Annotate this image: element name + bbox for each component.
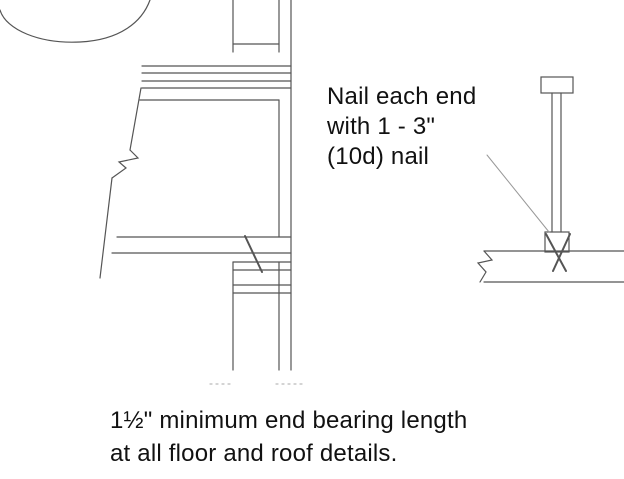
callout-leader <box>486 154 550 233</box>
lower-plates <box>232 261 292 294</box>
nail-callout: Nail each end with 1 - 3" (10d) nail <box>327 82 476 172</box>
detail-reference-circle <box>0 0 151 43</box>
wall-studs-upper <box>232 0 292 371</box>
beam-section <box>476 250 624 283</box>
post-detail <box>540 76 574 253</box>
toe-nail-left <box>244 235 263 273</box>
bearing-caption-line: at all floor and roof details. <box>110 440 398 467</box>
nail-callout-line: with 1 - 3" <box>327 113 436 140</box>
nail-callout-line: (10d) nail <box>327 143 430 170</box>
upper-top-plates <box>141 65 292 89</box>
toe-nails-cross <box>545 233 571 272</box>
bearing-caption: 1½" minimum end bearing length at all fl… <box>110 404 467 470</box>
floor-joist-section <box>99 87 292 279</box>
nail-callout-line: Nail each end <box>327 83 477 110</box>
wall-studs-lower <box>232 261 280 371</box>
bearing-caption-line: 1½" minimum end bearing length <box>110 407 468 434</box>
